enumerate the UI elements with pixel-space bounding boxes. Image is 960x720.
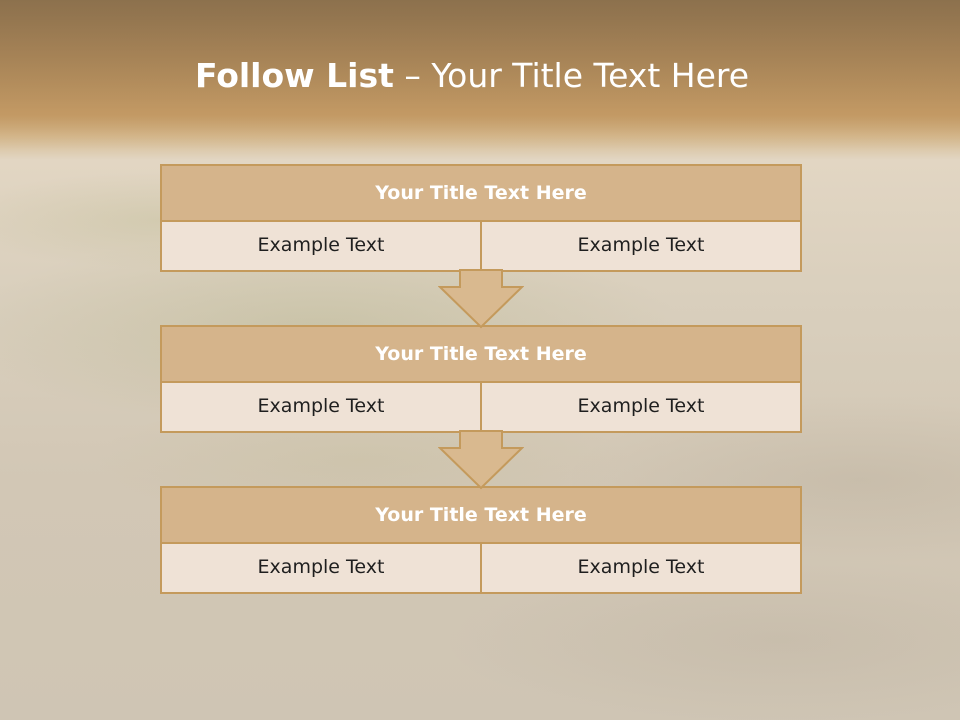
flow-step-left-text: Example Text xyxy=(162,544,482,592)
flow-step-row: Example Text Example Text xyxy=(162,383,800,431)
flow-step-3: Your Title Text Here Example Text Exampl… xyxy=(160,486,802,594)
down-arrow-icon xyxy=(438,269,524,329)
header-band xyxy=(0,0,960,150)
flow-step-2: Your Title Text Here Example Text Exampl… xyxy=(160,325,802,433)
flow-step-left-text: Example Text xyxy=(162,222,482,270)
flow-step-title: Your Title Text Here xyxy=(162,327,800,383)
flow-step-title: Your Title Text Here xyxy=(162,488,800,544)
flow-step-1: Your Title Text Here Example Text Exampl… xyxy=(160,164,802,272)
flow-step-row: Example Text Example Text xyxy=(162,544,800,592)
flow-step-left-text: Example Text xyxy=(162,383,482,431)
flow-step-right-text: Example Text xyxy=(482,383,800,431)
flow-step-right-text: Example Text xyxy=(482,544,800,592)
slide-title-rest: – Your Title Text Here xyxy=(393,56,750,95)
down-arrow-icon xyxy=(438,430,524,490)
slide-title: Follow List – Your Title Text Here xyxy=(0,56,944,96)
slide-title-bold: Follow List xyxy=(194,56,394,95)
flow-step-title: Your Title Text Here xyxy=(162,166,800,222)
flow-step-row: Example Text Example Text xyxy=(162,222,800,270)
flow-step-right-text: Example Text xyxy=(482,222,800,270)
